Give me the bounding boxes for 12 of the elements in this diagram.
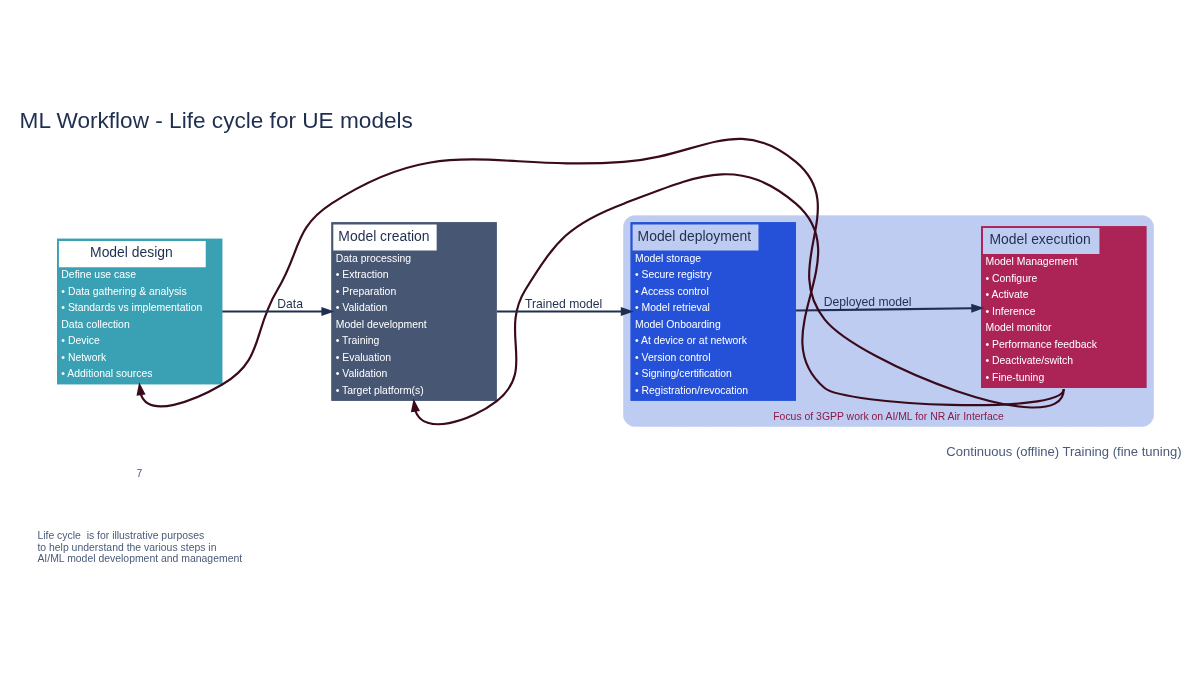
label: Life cycle is for illustrative purposes to help understand the various steps in AI/ML model development and management <box>37 530 243 565</box>
arrow <box>795 303 985 313</box>
label: Continuous (offline) Training (fine tuning) <box>946 444 1182 460</box>
diagram-title: ML Workflow - Life cycle for UE models <box>19 108 413 134</box>
arrow <box>497 306 634 317</box>
edge-label: Trained model <box>525 297 603 312</box>
arrow <box>410 173 1065 426</box>
arrow <box>136 138 1065 409</box>
arrow <box>222 306 335 317</box>
edge-label: Data <box>277 297 303 312</box>
label: 7 <box>136 467 143 479</box>
edge-label: Deployed model <box>823 295 912 310</box>
